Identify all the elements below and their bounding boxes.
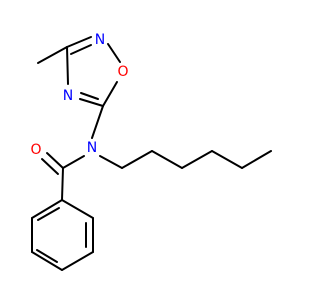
bond-hexyl-4 [181, 150, 213, 169]
bonds [31, 36, 272, 271]
bond-carbonyl-double-1 [46, 152, 64, 169]
molecule-structure: N O N N O [30, 32, 272, 271]
bond-ph-1 [61, 199, 94, 219]
bond-c5-n4 [79, 98, 104, 107]
bond-amide-n-carbonyl-c [62, 155, 85, 169]
bond-hexyl-5 [211, 150, 243, 169]
bond-ph-4 [31, 251, 63, 271]
bond-c3-n2-inner [70, 44, 92, 55]
bond-ph-3 [61, 251, 94, 271]
atom-o-carbonyl: O [30, 142, 41, 158]
bond-ph-inner-3 [37, 207, 60, 221]
bond-n4-c3 [66, 46, 69, 85]
atom-n-ring-top: N [95, 32, 105, 48]
bond-hexyl-2 [121, 150, 153, 169]
bond-c5-amide-n [91, 105, 104, 139]
atom-labels: N O N N O [30, 32, 128, 158]
bond-carbonyl-phenyl [61, 167, 64, 201]
bond-ph-inner-2 [36, 249, 58, 263]
bond-n2-o1 [107, 43, 121, 63]
atom-o-ring: O [117, 64, 128, 80]
bond-hexyl-1 [99, 155, 123, 169]
bond-c3-n2 [66, 36, 92, 48]
atom-n-ring-left: N [63, 88, 73, 104]
bond-hexyl-6 [241, 150, 272, 169]
atom-n-amide: N [87, 140, 97, 156]
bond-methyl [37, 46, 68, 64]
bond-o1-c5 [102, 81, 118, 107]
bond-hexyl-3 [151, 150, 183, 169]
bond-carbonyl-double-2 [41, 158, 59, 175]
bond-c5-n4-inner [80, 92, 99, 100]
bond-ph-6 [31, 199, 63, 219]
